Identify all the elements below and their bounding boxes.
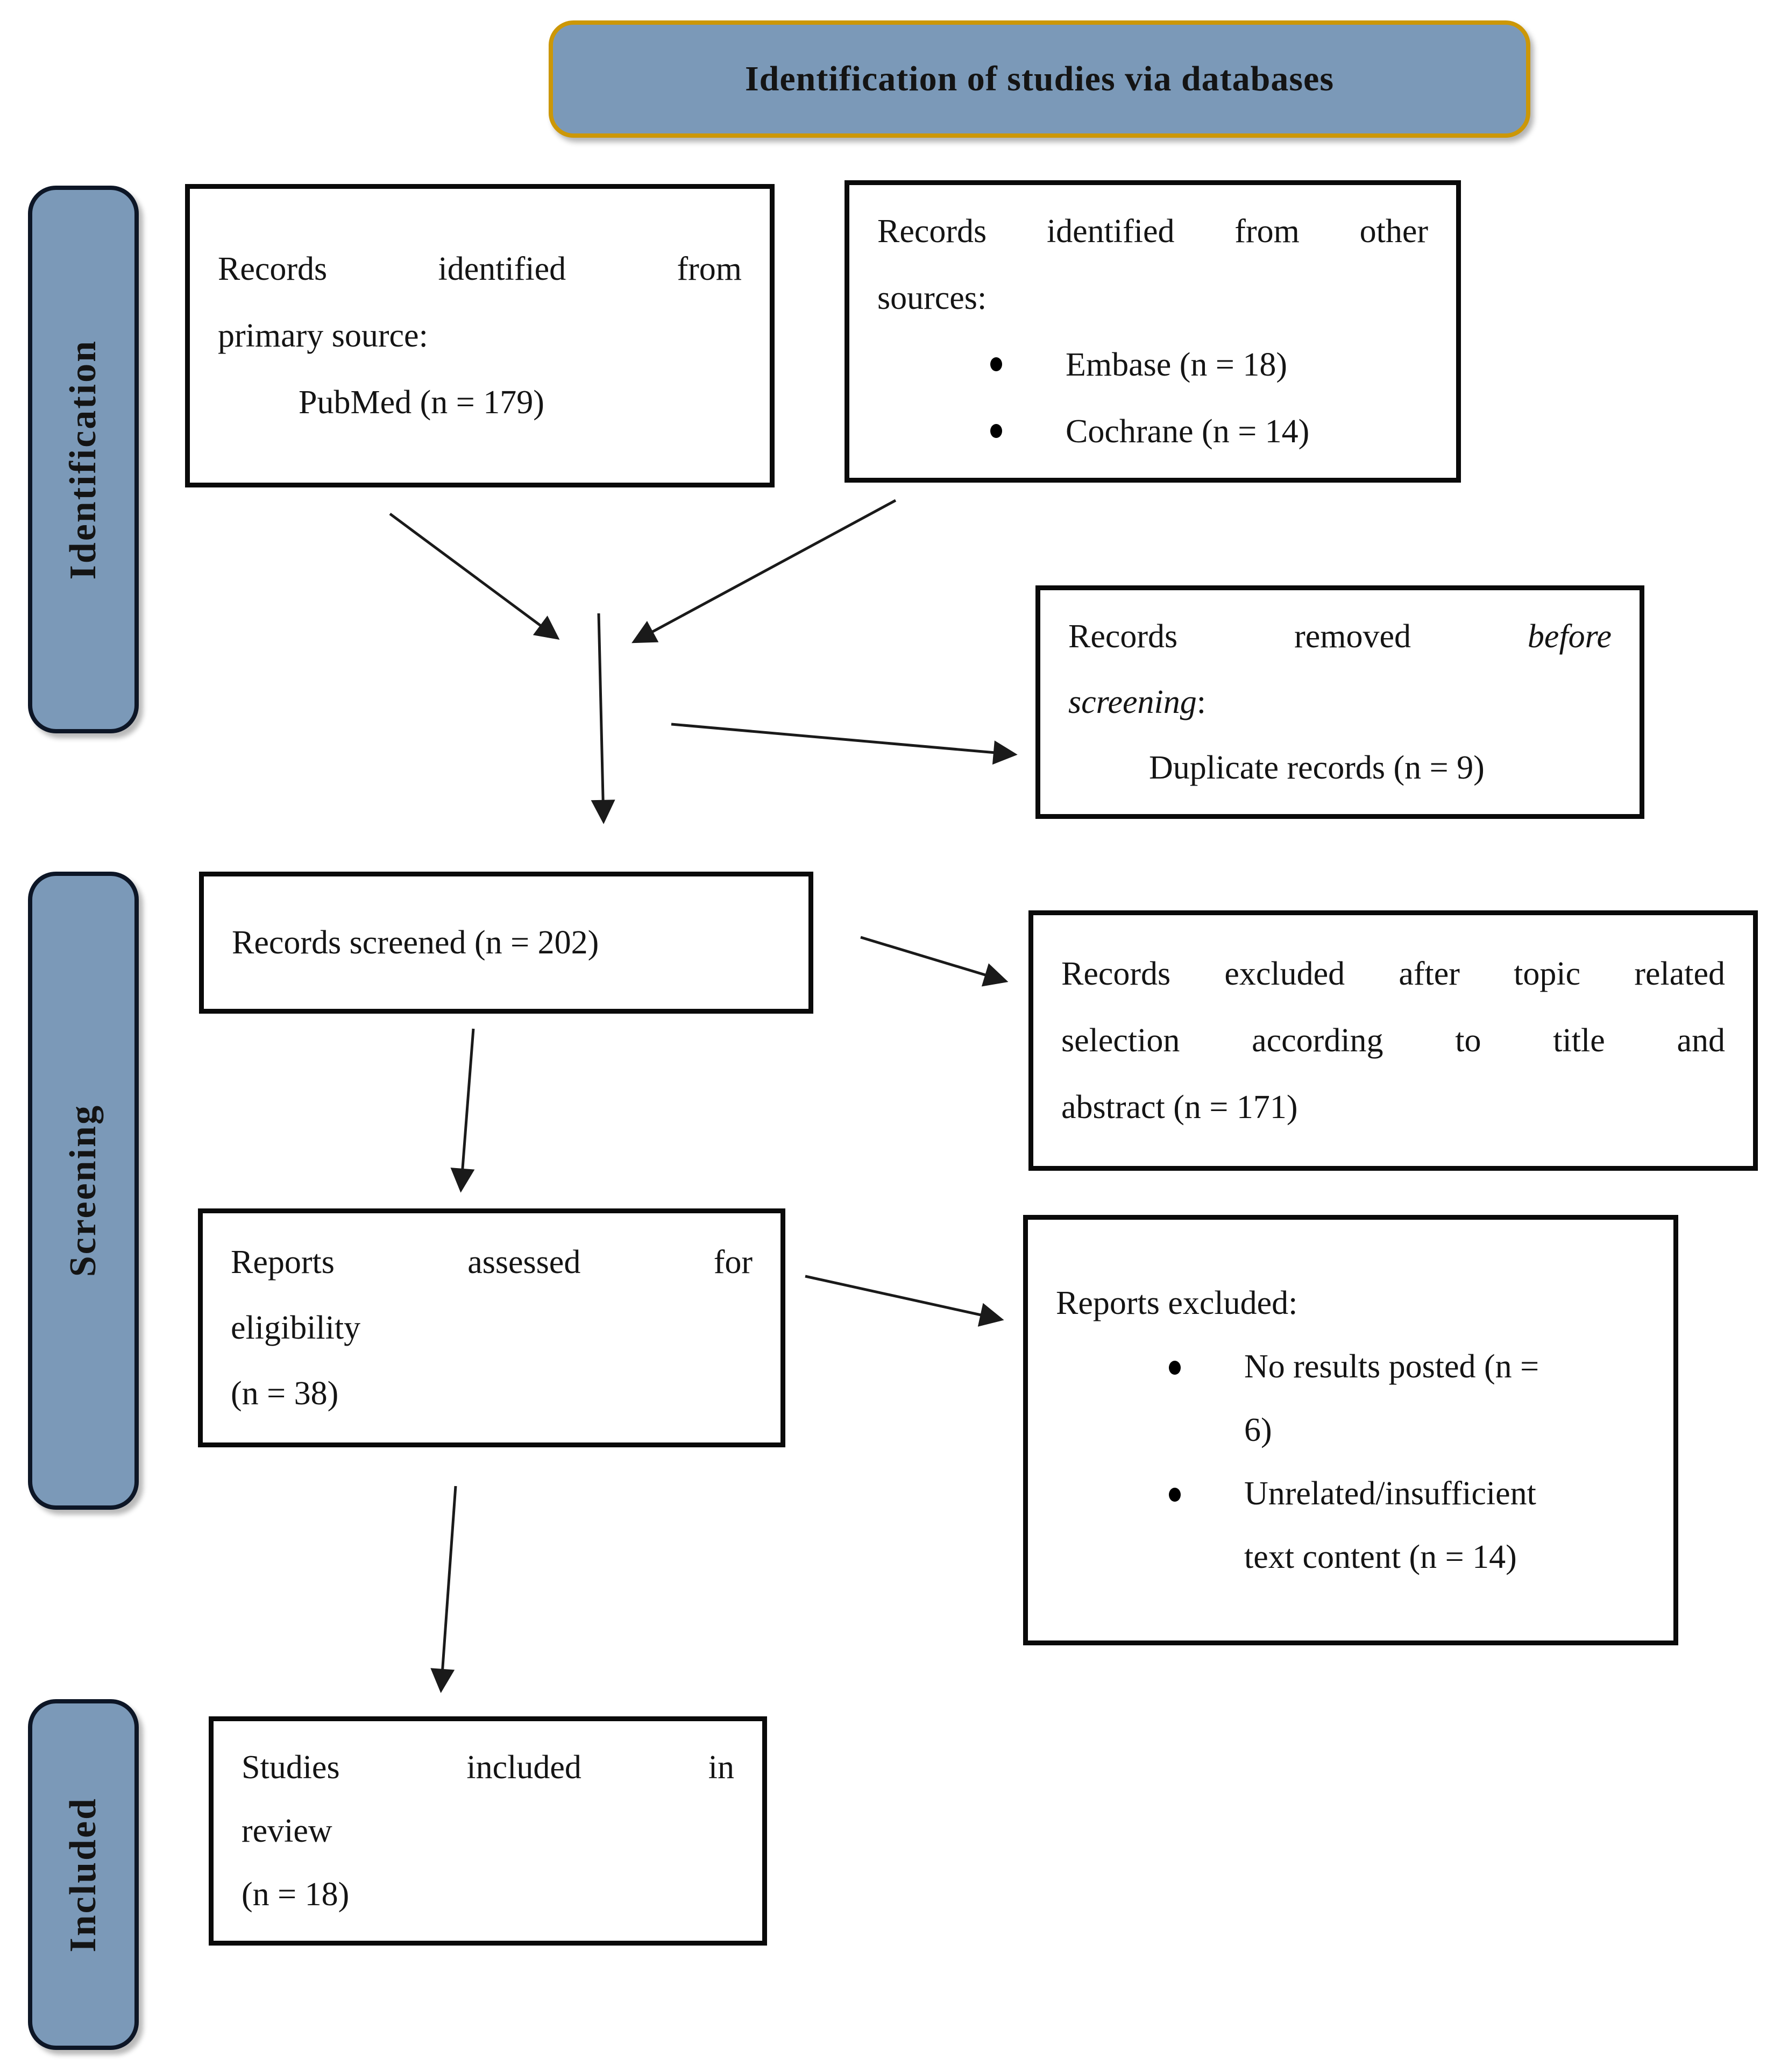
arrow-to-records-removed — [671, 723, 1018, 765]
box-removed-count: Duplicate records (n = 9) — [1149, 749, 1485, 786]
bullet-unrelated: Unrelated/insufficient text content (n =… — [1244, 1462, 1536, 1589]
box-primary-line1: Records identified from — [218, 251, 742, 287]
bullet-cochrane: Cochrane (n = 14) — [1066, 413, 1310, 450]
bullet-icon — [1169, 1361, 1181, 1375]
list-item: Unrelated/insufficient text content (n =… — [1056, 1462, 1645, 1589]
list-item: Embase (n = 18) — [877, 331, 1428, 398]
arrow-other-to-merge — [631, 499, 897, 643]
box-removed-italic-screening: screening — [1068, 684, 1197, 720]
box-included-line1: Studies included in — [242, 1749, 734, 1786]
box-other-line1: Records identified from other — [877, 213, 1428, 250]
bullet-no-results-line1: No results posted (n = — [1244, 1348, 1539, 1385]
stage-included-text: Included — [62, 1797, 104, 1953]
list-item: Cochrane (n = 14) — [877, 398, 1428, 465]
box-excluded1-line1: Records excluded after topic related — [1061, 956, 1725, 992]
bullet-unrelated-line2: text content (n = 14) — [1244, 1539, 1517, 1575]
box-records-screened: Records screened (n = 202) — [199, 872, 813, 1014]
box-primary-count: PubMed (n = 179) — [299, 384, 544, 421]
box-excluded1-line2: selection according to title and — [1061, 1022, 1725, 1059]
arrow-screened-to-excluded — [860, 936, 1009, 987]
box-other-line2: sources: — [877, 280, 987, 316]
bullet-icon — [990, 424, 1002, 438]
box-records-excluded-title-abstract: Records excluded after topic related sel… — [1028, 910, 1758, 1171]
box-primary-line2: primary source: — [218, 317, 428, 354]
stage-label-included: Included — [28, 1699, 139, 2050]
arrow-assessed-to-included — [430, 1486, 457, 1693]
diagram-title-panel: Identification of studies via databases — [549, 20, 1530, 138]
bullet-icon — [990, 357, 1002, 371]
bullet-icon — [1169, 1488, 1181, 1502]
bullet-no-results-line2: 6) — [1244, 1412, 1272, 1448]
box-included-line2: review — [242, 1813, 332, 1849]
list-item: No results posted (n = 6) — [1056, 1335, 1645, 1462]
bullet-no-results: No results posted (n = 6) — [1244, 1335, 1539, 1462]
box-reports-excluded-title: Reports excluded: — [1056, 1285, 1298, 1321]
box-studies-included: Studies included in review (n = 18) — [209, 1716, 767, 1946]
arrow-merge-to-screened — [591, 613, 615, 824]
bullet-unrelated-line1: Unrelated/insufficient — [1244, 1475, 1536, 1512]
diagram-title: Identification of studies via databases — [744, 59, 1335, 98]
box-assessed-line2: eligibility — [231, 1310, 361, 1346]
arrow-primary-to-merge — [389, 512, 560, 640]
box-assessed-line1: Reports assessed for — [231, 1244, 753, 1281]
box-removed-line1: Records removed before — [1068, 604, 1612, 669]
box-removed-colon: : — [1196, 684, 1206, 720]
stage-label-screening: Screening — [28, 872, 139, 1510]
box-records-removed: Records removed before screening: Duplic… — [1035, 585, 1644, 819]
arrow-assessed-to-reports-excluded — [805, 1275, 1004, 1327]
box-screened-text: Records screened (n = 202) — [232, 924, 599, 961]
box-excluded1-line3: abstract (n = 171) — [1061, 1089, 1298, 1126]
box-records-primary-source: Records identified from primary source: … — [185, 184, 775, 487]
stage-label-identification: Identification — [28, 186, 139, 733]
box-removed-line2: screening: — [1068, 669, 1612, 735]
bullet-embase: Embase (n = 18) — [1066, 346, 1288, 383]
arrow-screened-to-assessed — [450, 1028, 475, 1193]
box-removed-part1: Records removed — [1068, 618, 1411, 655]
box-included-count: (n = 18) — [242, 1876, 350, 1913]
box-assessed-count: (n = 38) — [231, 1375, 339, 1412]
stage-screening-text: Screening — [62, 1104, 104, 1277]
stage-identification-text: Identification — [62, 339, 104, 580]
box-records-other-sources: Records identified from other sources: E… — [845, 180, 1461, 483]
box-removed-italic-before: before — [1527, 618, 1612, 655]
box-reports-excluded: Reports excluded: No results posted (n =… — [1023, 1215, 1678, 1645]
box-reports-assessed: Reports assessed for eligibility (n = 38… — [198, 1208, 785, 1447]
